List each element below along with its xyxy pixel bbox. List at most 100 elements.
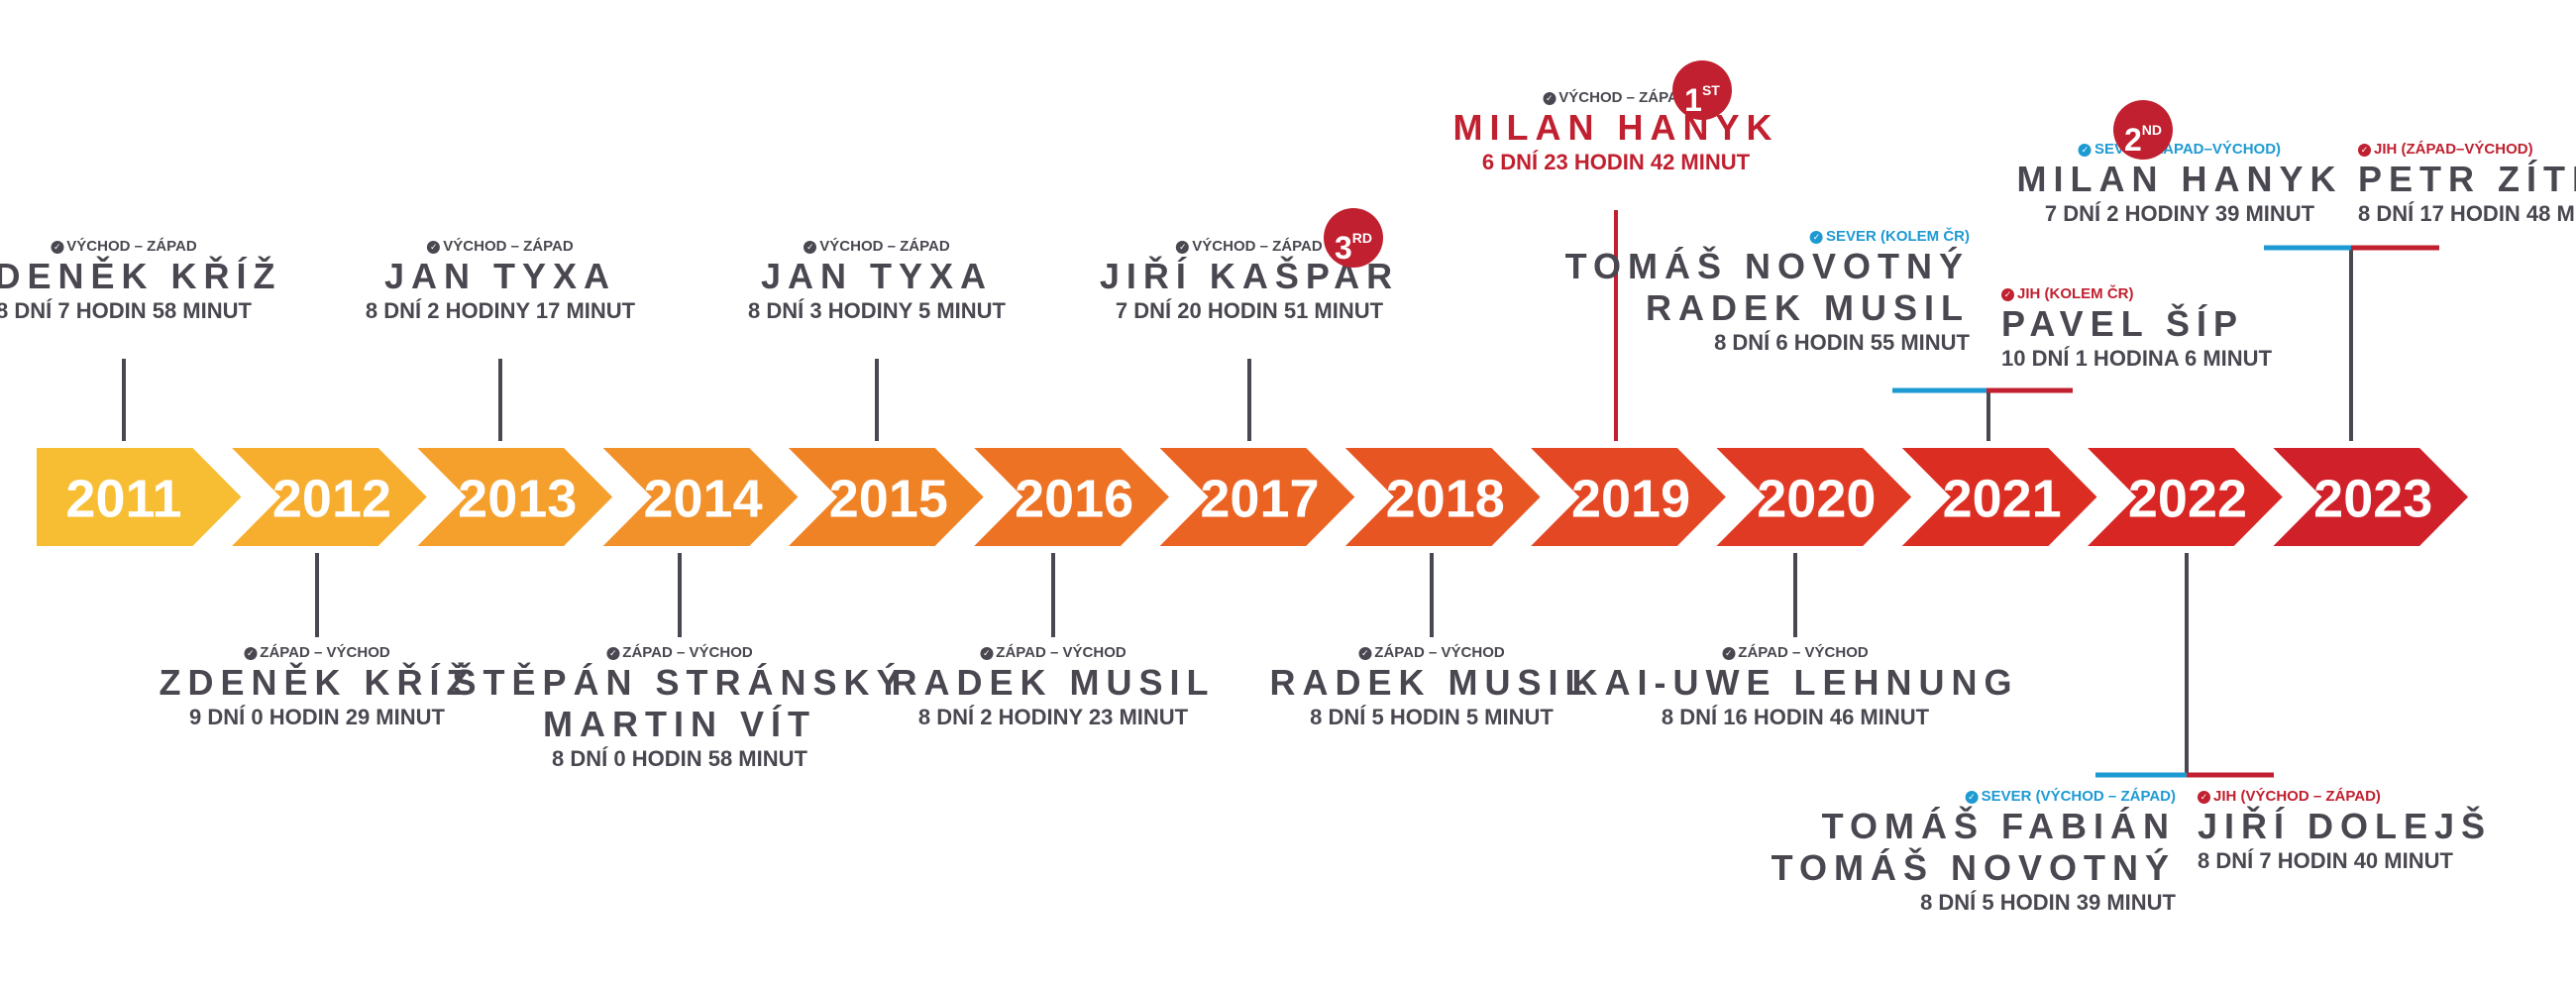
rider-name: JAN TYXA <box>760 256 994 296</box>
finish-time: 8 DNÍ 6 HODIN 55 MINUT <box>1714 330 1970 355</box>
finish-time: 8 DNÍ 2 HODINY 17 MINUT <box>365 298 636 323</box>
finish-time: 8 DNÍ 0 HODIN 58 MINUT <box>552 746 807 771</box>
rider-name: ŠTĚPÁN STRÁNSKÝ <box>452 662 908 703</box>
chevron-2015 <box>755 434 1004 560</box>
chevron-2023 <box>2239 434 2488 560</box>
direction-label: ✓JIH (VÝCHOD – ZÁPAD) <box>2198 788 2492 806</box>
direction-label: ✓ZÁPAD – VÝCHOD <box>160 644 476 662</box>
check-icon: ✓ <box>427 241 441 254</box>
check-icon: ✓ <box>1809 231 1823 244</box>
finish-time: 8 DNÍ 17 HODIN 48 MINUT <box>2358 201 2576 226</box>
direction-label: ✓ZÁPAD – VÝCHOD <box>892 644 1216 662</box>
year-label-2018: 2018 <box>1386 470 1505 529</box>
direction-label: ✓JIH (ZÁPAD–VÝCHOD) <box>2358 141 2576 159</box>
year-label-2016: 2016 <box>1015 470 1133 529</box>
chevron-2016 <box>940 434 1189 560</box>
finish-time: 8 DNÍ 16 HODIN 46 MINUT <box>1661 705 1930 729</box>
rider-name: RADEK MUSIL <box>1646 287 1970 328</box>
year-label-2023: 2023 <box>2313 470 2432 529</box>
rank-badge-1st: 1ST <box>1672 60 1732 120</box>
rank-badge-3rd: 3RD <box>1324 208 1383 268</box>
check-icon: ✓ <box>804 241 817 254</box>
finish-time: 6 DNÍ 23 HODIN 42 MINUT <box>1481 150 1751 174</box>
year-label-2012: 2012 <box>272 470 391 529</box>
year-label-2021: 2021 <box>1943 470 2062 529</box>
direction-label: ✓SEVER (ZÁPAD–VÝCHOD) <box>2017 141 2343 159</box>
rider-name: ZDENĚK KŘÍŽ <box>0 256 282 296</box>
rider-name: TOMÁŠ FABIÁN <box>1821 806 2176 846</box>
year-label-2015: 2015 <box>829 470 948 529</box>
chevron-2017 <box>1127 434 1374 560</box>
finish-time: 9 DNÍ 0 HODIN 29 MINUT <box>189 705 445 729</box>
finish-time: 8 DNÍ 3 HODINY 5 MINUT <box>748 298 1006 323</box>
direction-label: ✓ZÁPAD – VÝCHOD <box>452 644 907 662</box>
rider-name: PETR ZÍTEK <box>2358 159 2576 199</box>
year-label-2011: 2011 <box>65 470 181 529</box>
finish-time: 8 DNÍ 7 HODIN 40 MINUT <box>2198 848 2453 873</box>
year-label-2020: 2020 <box>1757 470 1876 529</box>
direction-label: ✓ZÁPAD – VÝCHOD <box>1270 644 1594 662</box>
rider-name: TOMÁŠ NOVOTNÝ <box>1564 246 1970 286</box>
finish-time: 8 DNÍ 7 HODIN 58 MINUT <box>0 298 252 323</box>
check-icon: ✓ <box>2078 144 2092 157</box>
direction-label: ✓ZÁPAD – VÝCHOD <box>1572 644 2019 662</box>
year-label-2014: 2014 <box>643 470 762 529</box>
direction-label: ✓VÝCHOD – ZÁPAD <box>1100 238 1399 256</box>
chevron-2012 <box>198 434 447 560</box>
rider-name: JIŘÍ DOLEJŠ <box>2198 806 2493 846</box>
year-label-2013: 2013 <box>458 470 577 529</box>
check-icon: ✓ <box>2198 791 2210 804</box>
check-icon: ✓ <box>244 647 258 660</box>
direction-label: ✓VÝCHOD – ZÁPAD <box>366 238 635 256</box>
direction-label: ✓VÝCHOD – ZÁPAD <box>1453 89 1779 107</box>
rider-name: KAI-UWE LEHNUNG <box>1571 662 2019 703</box>
direction-label: ✓SEVER (VÝCHOD – ZÁPAD) <box>1771 788 2176 806</box>
rider-name: PAVEL ŠÍP <box>2001 303 2245 344</box>
entry-2023-south: ✓JIH (ZÁPAD–VÝCHOD)PETR ZÍTEK8 DNÍ 17 HO… <box>2358 141 2576 228</box>
rider-name: MARTIN VÍT <box>543 704 816 744</box>
finish-time: 8 DNÍ 5 HODIN 5 MINUT <box>1310 705 1554 729</box>
year-label-2022: 2022 <box>2128 470 2247 529</box>
chevron-2019 <box>1497 434 1746 560</box>
rider-name: TOMÁŠ NOVOTNÝ <box>1771 847 2176 888</box>
direction-label: ✓VÝCHOD – ZÁPAD <box>748 238 1006 256</box>
chevron-2021 <box>1869 434 2117 560</box>
year-label-2019: 2019 <box>1571 470 1690 529</box>
check-icon: ✓ <box>1965 791 1979 804</box>
finish-time: 8 DNÍ 5 HODIN 39 MINUT <box>1920 890 2176 915</box>
direction-label: ✓VÝCHOD – ZÁPAD <box>0 238 282 256</box>
check-icon: ✓ <box>1176 241 1190 254</box>
chevron-2020 <box>1682 434 1931 560</box>
check-icon: ✓ <box>2001 288 2014 301</box>
chevron-2013 <box>383 434 632 560</box>
rider-name: MILAN HANYK <box>1452 107 1779 148</box>
rider-name: ZDENĚK KŘÍŽ <box>159 662 476 703</box>
check-icon: ✓ <box>51 241 64 254</box>
finish-time: 7 DNÍ 20 HODIN 51 MINUT <box>1115 298 1384 323</box>
direction-label: ✓SEVER (KOLEM ČR) <box>1565 228 1970 246</box>
check-icon: ✓ <box>1722 647 1736 660</box>
rider-name: JAN TYXA <box>383 256 617 296</box>
chevron-2018 <box>1312 434 1560 560</box>
check-icon: ✓ <box>980 647 994 660</box>
finish-time: 8 DNÍ 2 HODINY 23 MINUT <box>917 705 1189 729</box>
rider-name: RADEK MUSIL <box>1269 662 1594 703</box>
chevron-2014 <box>570 434 818 560</box>
rider-name: RADEK MUSIL <box>891 662 1216 703</box>
year-label-2017: 2017 <box>1200 470 1319 529</box>
check-icon: ✓ <box>606 647 620 660</box>
